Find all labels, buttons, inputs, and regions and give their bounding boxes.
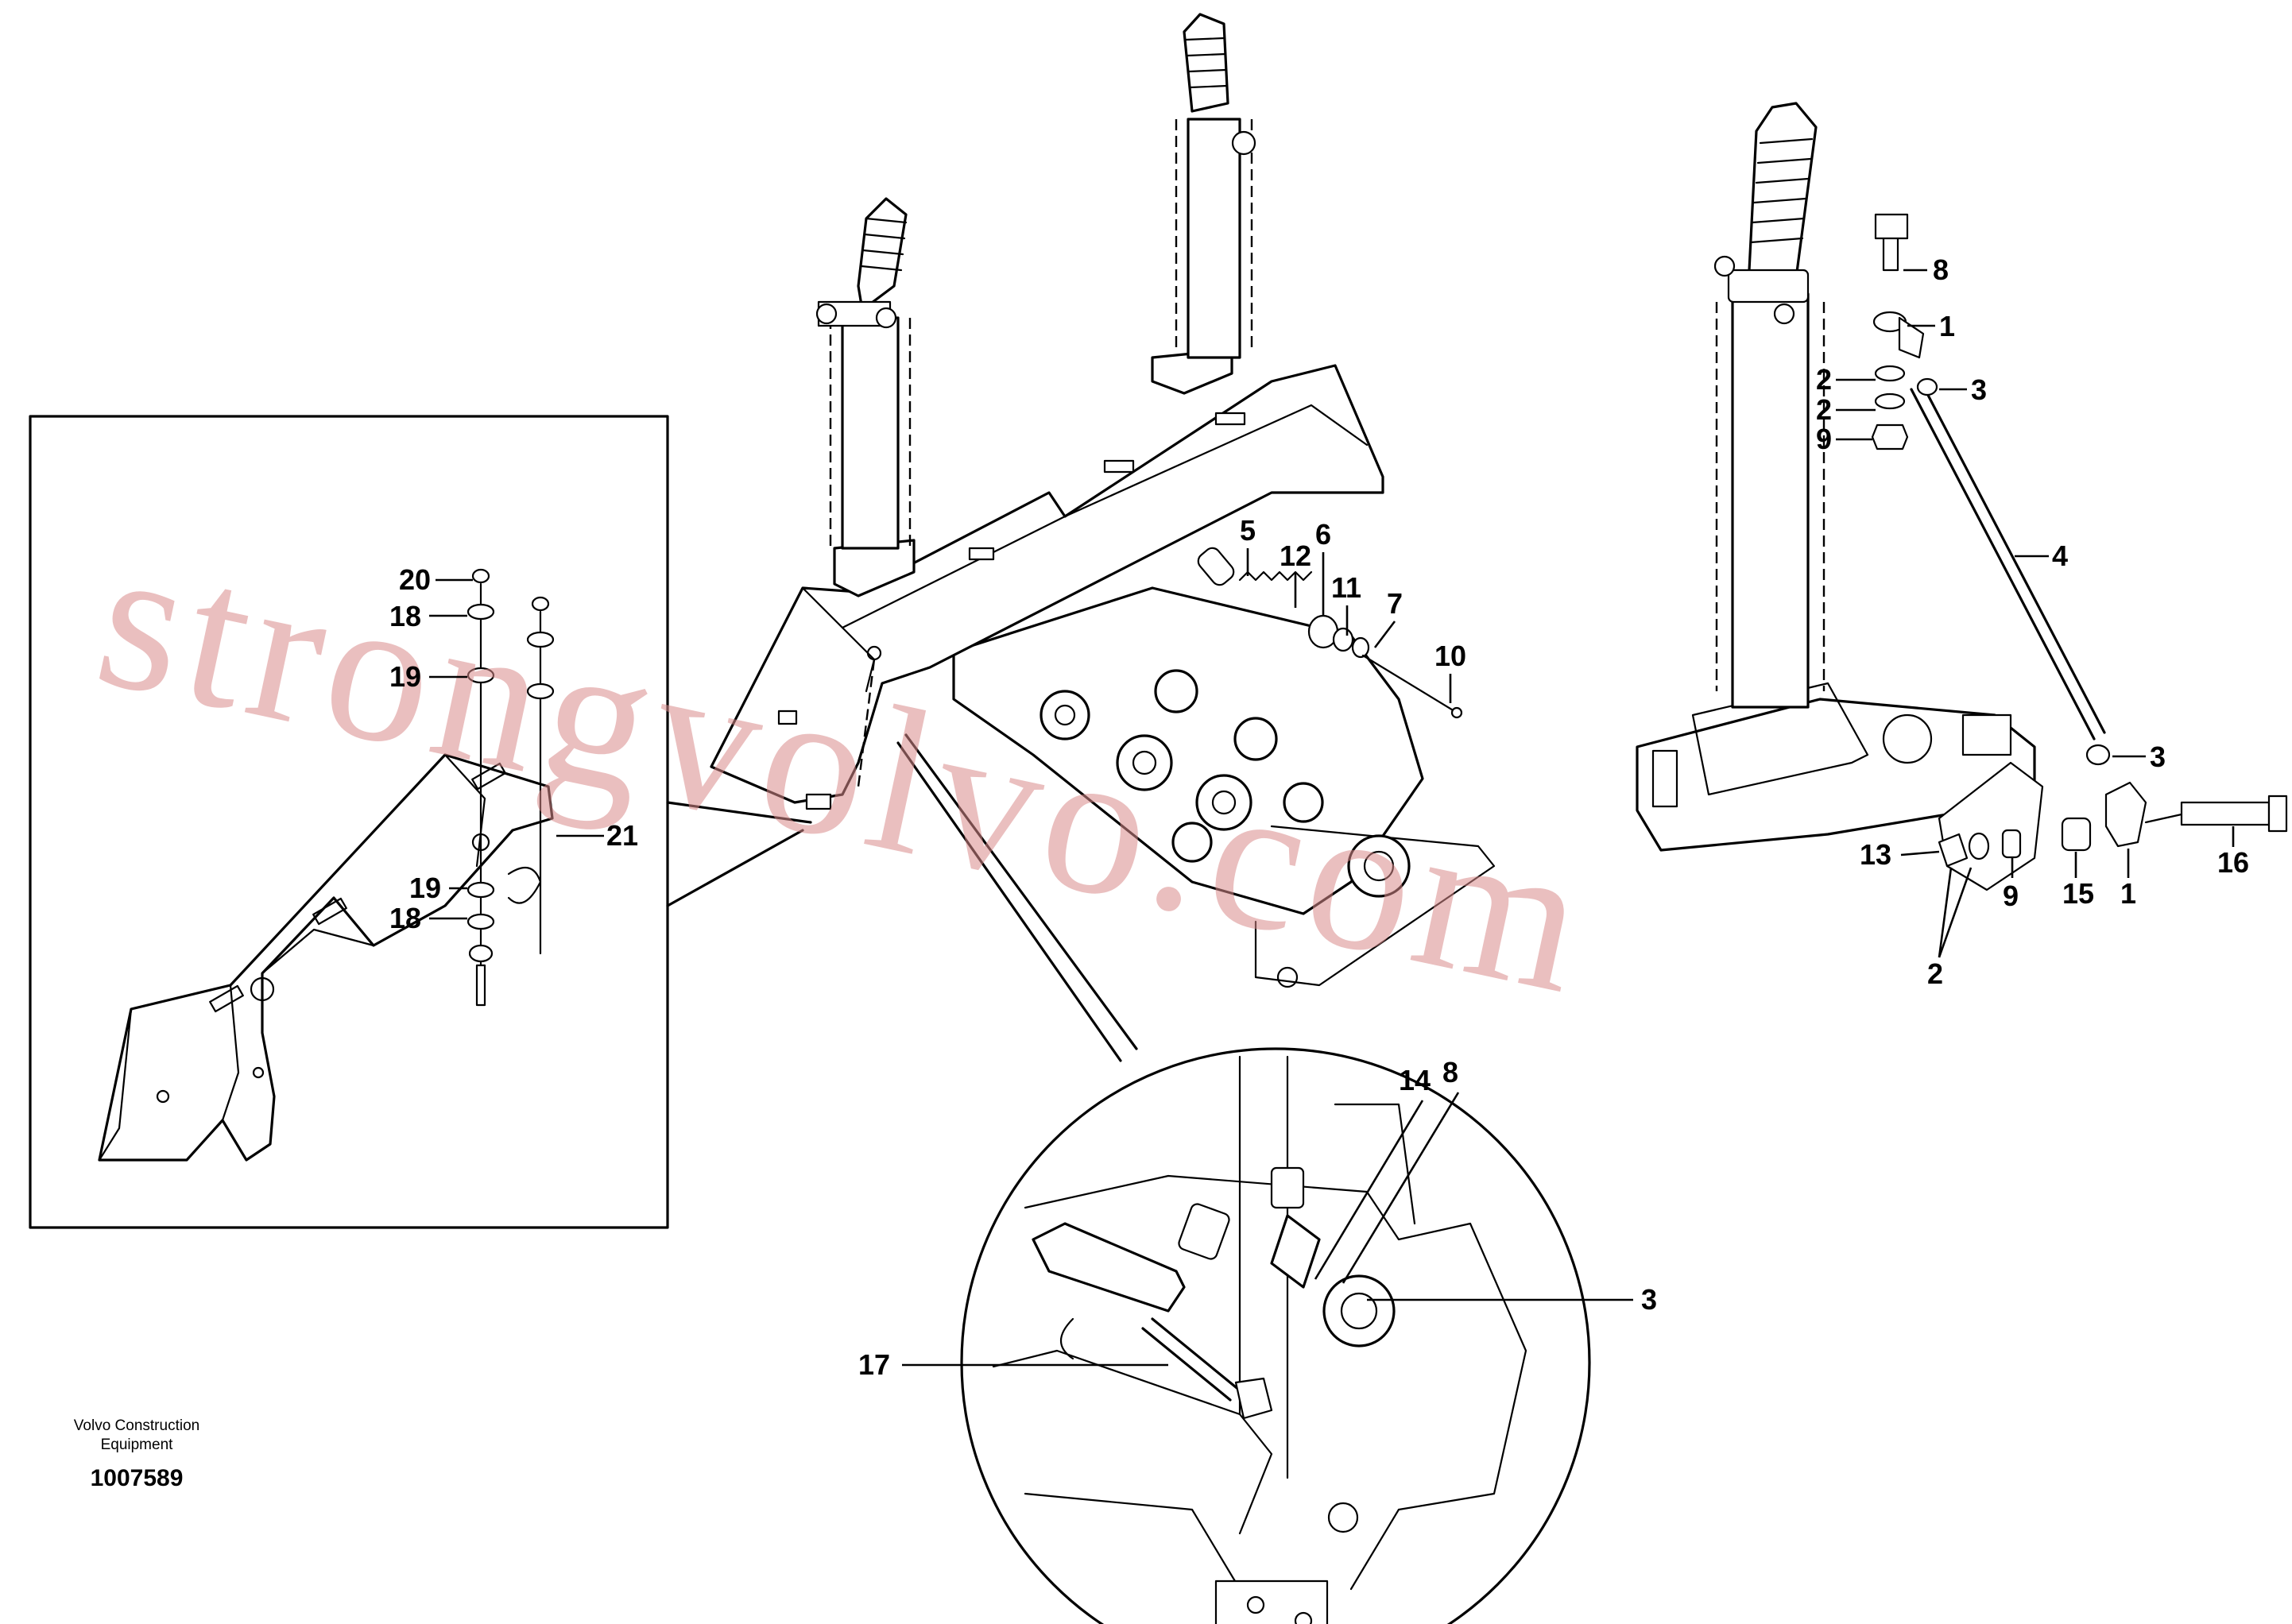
main-control-assembly: [710, 13, 1496, 988]
callout-8: 8: [1933, 253, 1949, 286]
right-control-lever: [1151, 13, 1256, 395]
callout-12: 12: [1280, 539, 1311, 572]
callout-9-top: 9: [1816, 423, 1832, 455]
left-control-lever: [815, 197, 916, 597]
callout-19-upper: 19: [389, 660, 421, 693]
zoom-detail-circle: [896, 733, 1591, 1624]
caption-line-2: Equipment: [101, 1436, 174, 1453]
callout-18-upper: 18: [389, 600, 421, 632]
callout-1-top: 1: [1939, 310, 1955, 342]
callout-11: 11: [1331, 571, 1361, 604]
callout-9-low: 9: [2003, 880, 2019, 912]
document-number: 1007589: [91, 1465, 184, 1491]
callout-18-lower: 18: [389, 902, 421, 934]
callout-1-low: 1: [2120, 877, 2136, 910]
callout-17: 17: [858, 1348, 890, 1381]
callout-21: 21: [606, 819, 638, 852]
callout-16: 16: [2217, 846, 2249, 879]
callout-2-a: 2: [1816, 363, 1832, 396]
callout-2-b: 2: [1816, 393, 1832, 426]
callout-15: 15: [2062, 877, 2094, 910]
right-lever-assembly: [1636, 102, 2288, 891]
callout-13: 13: [1860, 838, 1891, 871]
inset-fastener-stack: [467, 568, 555, 1007]
inset-detail-box: [29, 415, 812, 1229]
valve-block: [952, 586, 1496, 988]
callout-19-lower: 19: [409, 872, 441, 904]
control-frame: [710, 364, 1384, 810]
caption-line-1: Volvo Construction: [74, 1417, 199, 1434]
callout-3-top: 3: [1971, 373, 1987, 406]
callout-7: 7: [1387, 587, 1403, 620]
callout-10: 10: [1434, 640, 1466, 672]
inset-bracket: [98, 753, 554, 1162]
callout-8-zoom: 8: [1442, 1056, 1458, 1088]
callout-2-low: 2: [1927, 957, 1943, 990]
callout-3-zoom: 3: [1641, 1283, 1657, 1316]
publisher-caption: Volvo Construction Equipment 1007589: [74, 1417, 199, 1491]
callouts: 20 18 19 21 19 18 5 12 6 11 7 10 8 1 2 2…: [389, 253, 2249, 1381]
callout-5: 5: [1240, 514, 1256, 547]
callout-14: 14: [1399, 1064, 1431, 1096]
callout-6: 6: [1315, 518, 1331, 551]
linkage-hardware: [1197, 547, 1463, 719]
callout-4: 4: [2052, 539, 2068, 572]
callout-3-mid: 3: [2150, 740, 2166, 773]
callout-20: 20: [399, 563, 431, 596]
